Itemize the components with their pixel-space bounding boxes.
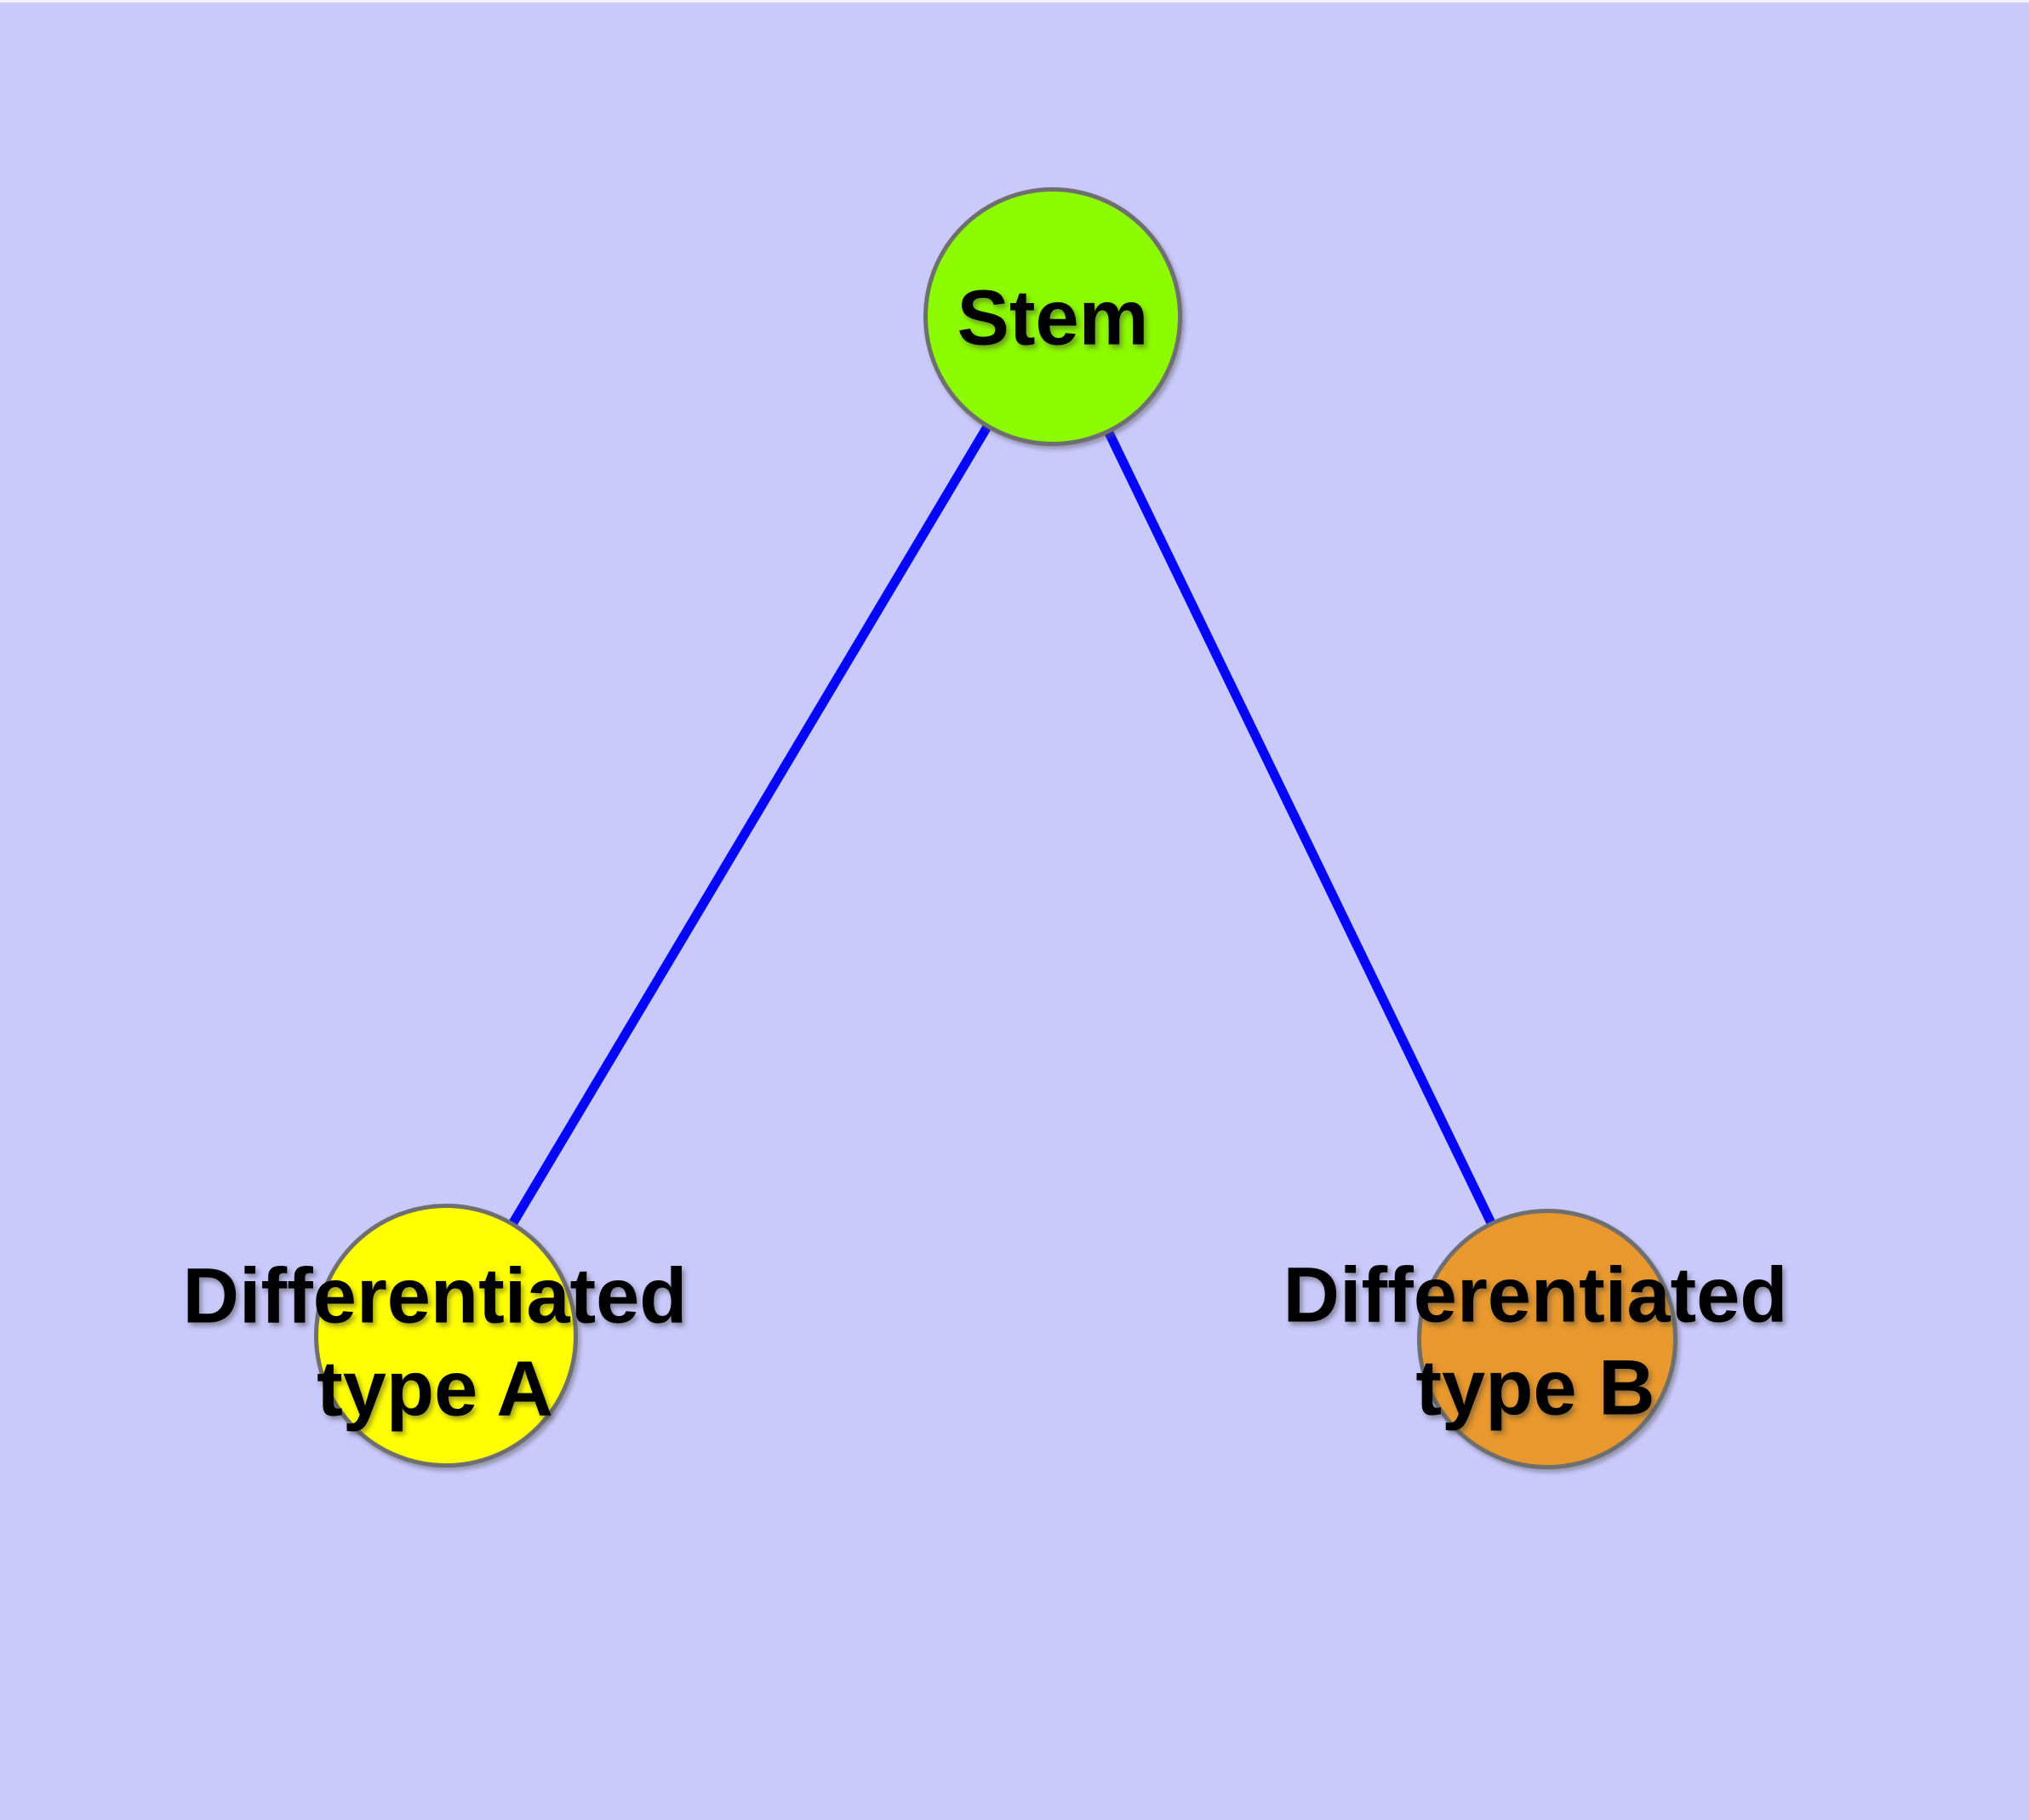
node-differentiated-type-b-circle [1417, 1209, 1677, 1469]
node-stem-circle [923, 187, 1182, 446]
canvas-top-edge [0, 0, 2029, 3]
edge-stem-to-type-b [1049, 314, 1552, 1342]
edge-stem-to-type-a [442, 314, 1057, 1338]
node-differentiated-type-a-label: Differentiated type A [182, 1252, 688, 1432]
node-differentiated-type-b-label: Differentiated type B [1283, 1251, 1788, 1431]
node-differentiated-type-a-circle [314, 1204, 578, 1468]
node-stem-label: Stem [957, 274, 1149, 362]
